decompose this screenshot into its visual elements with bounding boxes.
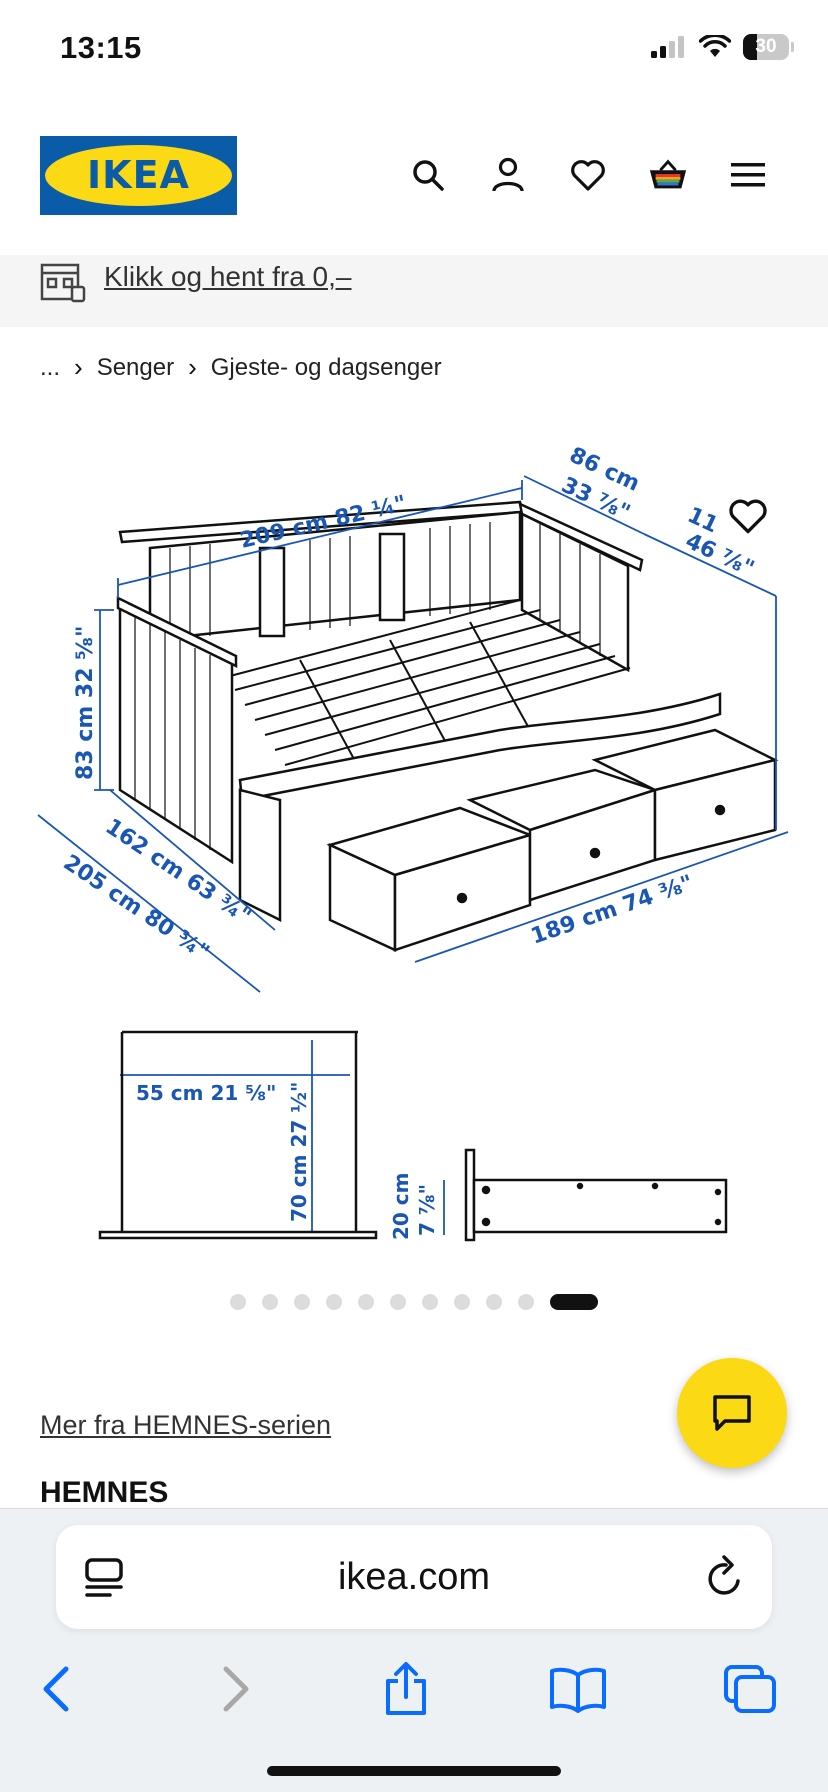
carousel-dot[interactable]	[230, 1294, 246, 1310]
breadcrumb: ... › Senger › Gjeste- og dagsenger	[40, 352, 442, 383]
battery-icon: 30	[743, 34, 789, 60]
home-indicator	[267, 1766, 561, 1776]
breadcrumb-ellipsis[interactable]: ...	[40, 353, 61, 381]
chat-button[interactable]	[677, 1358, 787, 1468]
account-button[interactable]	[488, 155, 528, 195]
carousel-dot[interactable]	[550, 1294, 598, 1310]
chevron-right-icon: ›	[74, 352, 83, 382]
browser-toolbar	[0, 1647, 828, 1727]
search-button[interactable]	[408, 155, 448, 195]
breadcrumb-item-senger[interactable]: Senger	[96, 353, 175, 381]
ikea-logo[interactable]: IKEA	[40, 136, 237, 215]
cellular-signal-icon	[651, 36, 684, 58]
heart-icon	[571, 160, 605, 191]
status-bar: 13:15 30	[0, 0, 828, 100]
chat-bubble-icon	[713, 1395, 751, 1431]
address-bar[interactable]: ikea.com	[56, 1525, 772, 1629]
add-to-wishlist-heart-icon[interactable]	[728, 496, 768, 536]
dim-drawer-height-in: 7 ⅞"	[415, 1184, 439, 1236]
chevron-right-icon: ›	[188, 352, 197, 382]
dim-right-depth-in: 46 ⅞"	[681, 529, 757, 582]
carousel-dot[interactable]	[422, 1294, 438, 1310]
wishlist-button[interactable]	[568, 155, 608, 195]
tabs-icon	[724, 1665, 776, 1713]
basket-icon	[649, 159, 687, 189]
dim-inner-width: 55 cm 21 ⅝"	[136, 1081, 276, 1105]
dim-inner-height: 70 cm 27 ½"	[287, 1082, 311, 1222]
click-collect-link[interactable]: Klikk og hent fra 0,–	[104, 261, 352, 292]
bookmarks-button[interactable]	[546, 1657, 610, 1721]
click-collect-banner[interactable]: Klikk og hent fra 0,–	[0, 255, 828, 327]
carousel-dot[interactable]	[454, 1294, 470, 1310]
carousel-dot[interactable]	[518, 1294, 534, 1310]
tabs-button[interactable]	[718, 1657, 782, 1721]
menu-icon	[731, 163, 765, 187]
account-icon	[492, 157, 524, 192]
store-icon	[40, 263, 86, 303]
header-actions	[408, 155, 768, 195]
carousel-dot[interactable]	[262, 1294, 278, 1310]
carousel-dot[interactable]	[358, 1294, 374, 1310]
image-carousel-dots	[230, 1294, 598, 1310]
safari-bottom-bar: ikea.com	[0, 1508, 828, 1792]
basket-button[interactable]	[648, 155, 688, 195]
share-icon	[386, 1662, 426, 1715]
book-icon	[550, 1667, 606, 1713]
forward-button[interactable]	[204, 1657, 268, 1721]
dim-height: 83 cm 32 ⅝"	[73, 626, 98, 780]
series-link[interactable]: Mer fra HEMNES-serien	[40, 1410, 332, 1440]
carousel-dot[interactable]	[486, 1294, 502, 1310]
wifi-icon	[699, 35, 731, 57]
reader-mode-icon[interactable]	[84, 1557, 124, 1599]
carousel-dot[interactable]	[390, 1294, 406, 1310]
breadcrumb-item-gjeste-dagsenger[interactable]: Gjeste- og dagsenger	[210, 353, 442, 381]
series-title: HEMNES	[40, 1476, 169, 1509]
logo-text: IKEA	[87, 153, 190, 197]
battery-level: 30	[755, 36, 777, 57]
search-icon	[413, 160, 444, 191]
carousel-dot[interactable]	[294, 1294, 310, 1310]
back-button[interactable]	[24, 1657, 88, 1721]
dim-drawer-height-cm: 20 cm	[389, 1173, 413, 1241]
reload-icon[interactable]	[704, 1555, 746, 1599]
url-text: ikea.com	[337, 1556, 491, 1598]
product-dimension-image[interactable]: 209 cm 82 ¼" 86 cm 33 ⅞" 11 46 ⅞" 83 cm …	[0, 430, 828, 1250]
chevron-right-icon	[223, 1666, 249, 1712]
status-icons: 30	[651, 34, 794, 60]
carousel-dot[interactable]	[326, 1294, 342, 1310]
site-header: IKEA	[0, 130, 828, 230]
share-button[interactable]	[374, 1657, 438, 1721]
status-time: 13:15	[60, 30, 142, 65]
chevron-left-icon	[43, 1666, 69, 1712]
menu-button[interactable]	[728, 155, 768, 195]
